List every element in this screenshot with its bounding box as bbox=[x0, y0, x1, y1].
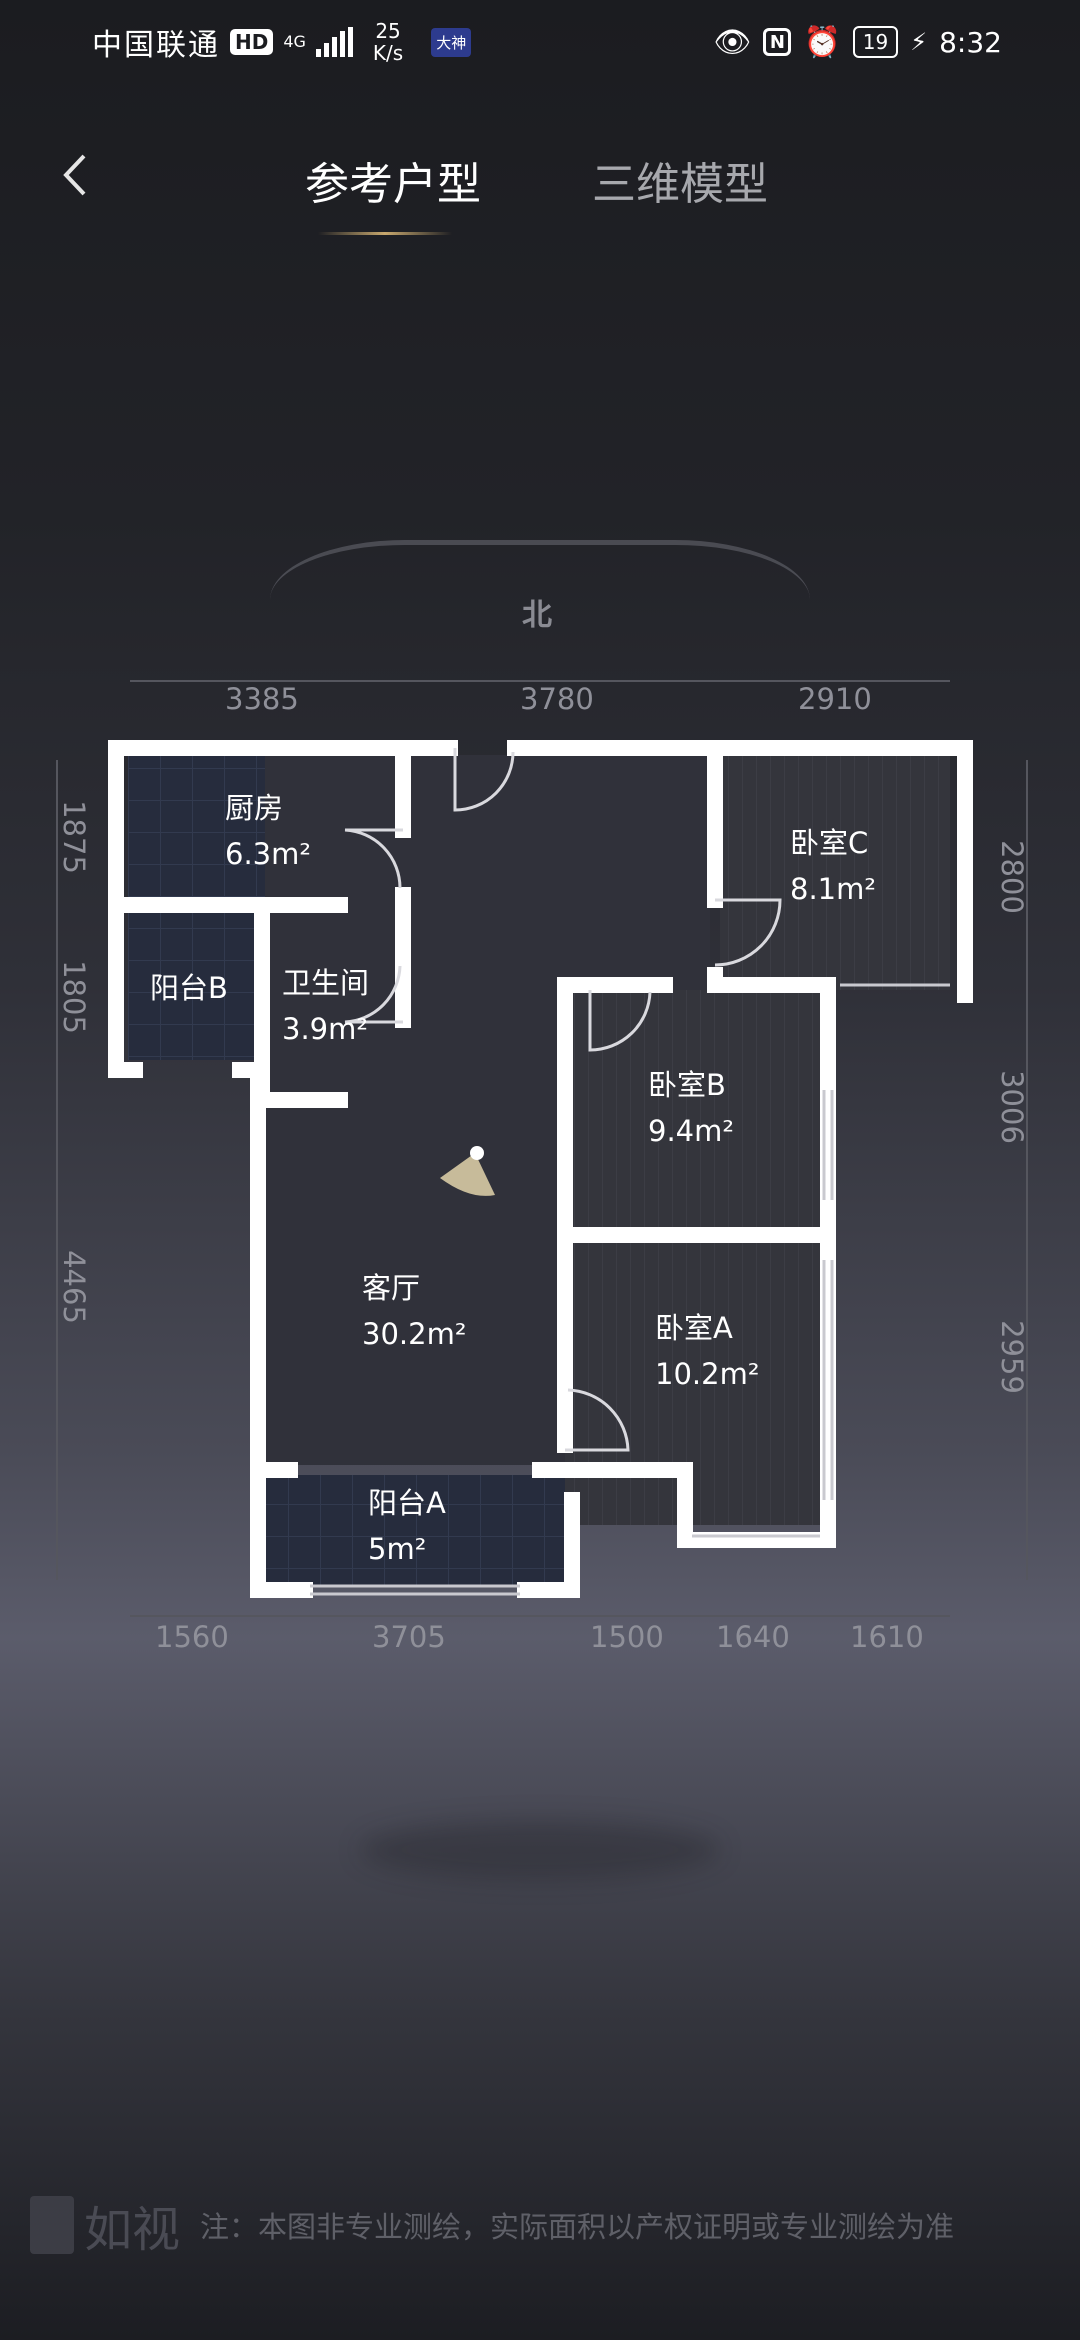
dim-bottom-3: 1500 bbox=[590, 1620, 664, 1654]
footer: 如视 注：本图非专业测绘，实际面积以产权证明或专业测绘为准 bbox=[30, 2190, 1060, 2260]
speed-value: 25 bbox=[375, 19, 401, 43]
room-bedroom-a[interactable]: 卧室A 10.2m² bbox=[655, 1305, 759, 1397]
room-area: 5m² bbox=[368, 1532, 427, 1566]
back-button[interactable] bbox=[50, 150, 100, 210]
room-bedroom-c[interactable]: 卧室C 8.1m² bbox=[790, 820, 876, 912]
eye-icon: 👁 bbox=[713, 24, 752, 60]
network-type: 4G bbox=[283, 32, 306, 51]
room-name: 阳台B bbox=[150, 971, 228, 1005]
bottom-dimension-line bbox=[130, 1615, 950, 1617]
room-area: 3.9m² bbox=[282, 1012, 368, 1046]
room-name: 阳台A bbox=[368, 1486, 446, 1520]
room-living[interactable]: 客厅 30.2m² bbox=[362, 1265, 466, 1357]
room-area: 9.4m² bbox=[648, 1114, 734, 1148]
battery-level: 19 bbox=[862, 30, 889, 54]
north-label: 北 bbox=[522, 598, 552, 633]
hd-badge: HD bbox=[230, 29, 274, 55]
dim-bottom-2: 3705 bbox=[372, 1620, 446, 1654]
dim-top-1: 3385 bbox=[225, 682, 299, 716]
room-bathroom[interactable]: 卫生间 3.9m² bbox=[282, 960, 369, 1052]
room-bedroom-b[interactable]: 卧室B 9.4m² bbox=[648, 1062, 734, 1154]
room-floor-bedroom-c bbox=[720, 755, 950, 990]
dim-bottom-1: 1560 bbox=[155, 1620, 229, 1654]
compass-arc bbox=[270, 540, 810, 660]
right-dimension-line bbox=[1026, 760, 1028, 1580]
dim-bottom-5: 1610 bbox=[850, 1620, 924, 1654]
carrier-name: 中国联通 bbox=[92, 28, 220, 63]
alarm-icon: ⏰ bbox=[803, 24, 841, 60]
brand-mark-icon bbox=[30, 2196, 74, 2254]
walls bbox=[108, 740, 973, 1598]
active-tab-indicator bbox=[318, 232, 452, 235]
chevron-left-icon bbox=[63, 154, 86, 196]
tab-reference-layout[interactable]: 参考户型 bbox=[305, 159, 481, 210]
room-area: 10.2m² bbox=[655, 1357, 760, 1391]
room-floor-bedroom-b bbox=[565, 990, 820, 1230]
app-badge: 大神 bbox=[431, 27, 472, 57]
status-bar: 中国联通 HD 4G 25 K/s 大神 👁 N ⏰ 19 ⚡ 8:32 bbox=[0, 0, 1080, 80]
top-dimension-line bbox=[130, 680, 950, 682]
room-name: 客厅 bbox=[362, 1271, 421, 1305]
windows bbox=[310, 983, 950, 1596]
room-floor-balcony-b bbox=[128, 905, 258, 1060]
dim-bottom-4: 1640 bbox=[716, 1620, 790, 1654]
camera-viewpoint-icon bbox=[440, 1146, 495, 1196]
signal-icon bbox=[315, 27, 353, 57]
room-name: 卫生间 bbox=[282, 966, 370, 1000]
room-area: 8.1m² bbox=[790, 872, 876, 906]
room-floor-entry bbox=[403, 755, 710, 985]
disclaimer-note: 注：本图非专业测绘，实际面积以产权证明或专业测绘为准 bbox=[200, 2210, 955, 2244]
decorative-shadow bbox=[360, 1820, 720, 1880]
doors bbox=[344, 748, 782, 1452]
room-name: 卧室C bbox=[790, 826, 869, 860]
nfc-icon: N bbox=[763, 28, 792, 56]
room-name: 厨房 bbox=[225, 791, 284, 825]
room-balcony-b[interactable]: 阳台B bbox=[150, 965, 228, 1011]
speed-unit: K/s bbox=[372, 41, 404, 65]
dim-top-2: 3780 bbox=[520, 682, 594, 716]
clock: 8:32 bbox=[939, 25, 1002, 59]
dim-top-3: 2910 bbox=[798, 682, 872, 716]
room-floor-balcony-a bbox=[265, 1475, 565, 1585]
room-name: 卧室A bbox=[655, 1311, 733, 1345]
room-area: 30.2m² bbox=[362, 1317, 467, 1351]
room-area: 6.3m² bbox=[225, 837, 311, 871]
tab-3d-model[interactable]: 三维模型 bbox=[592, 159, 768, 210]
left-dimension-line bbox=[56, 760, 58, 1580]
room-balcony-a[interactable]: 阳台A 5m² bbox=[368, 1480, 446, 1572]
brand-logo: 如视 bbox=[30, 2190, 180, 2260]
battery-icon: 19 bbox=[852, 26, 899, 58]
room-name: 卧室B bbox=[648, 1068, 726, 1102]
charging-icon: ⚡ bbox=[910, 28, 928, 56]
brand-name: 如视 bbox=[84, 2202, 181, 2258]
network-speed: 25 K/s bbox=[373, 20, 403, 64]
room-kitchen[interactable]: 厨房 6.3m² bbox=[225, 785, 311, 877]
